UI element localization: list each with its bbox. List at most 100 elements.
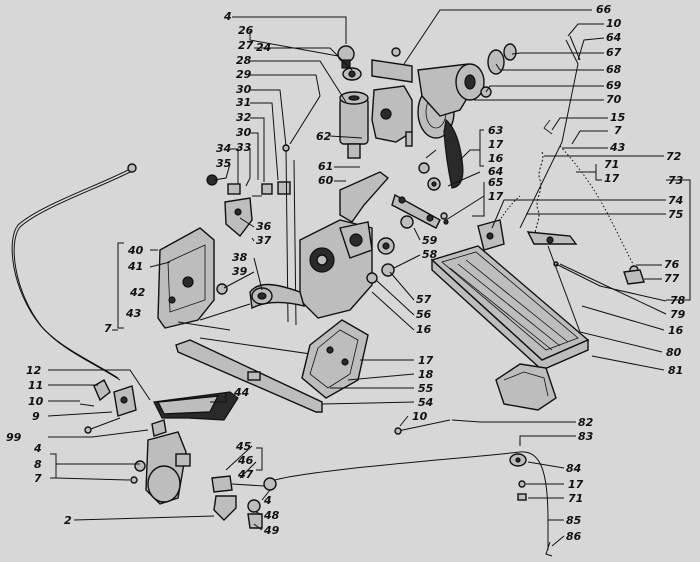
label-24: 24 (256, 41, 271, 54)
label-17: 17 (604, 172, 620, 185)
hand-lever (153, 391, 239, 421)
label-30: 30 (236, 126, 252, 139)
label-58: 58 (422, 248, 438, 261)
label-76: 76 (664, 258, 680, 271)
label-71: 71 (604, 158, 619, 171)
label-64: 64 (606, 31, 621, 44)
lower-cable (267, 419, 553, 557)
label-10: 10 (606, 17, 622, 30)
label-72: 72 (666, 150, 682, 163)
label-41: 41 (127, 260, 143, 273)
label-4: 4 (263, 494, 272, 507)
label-33: 33 (236, 141, 252, 154)
label-82: 82 (578, 416, 594, 429)
label-61: 61 (318, 160, 333, 173)
label-11: 11 (28, 379, 43, 392)
label-63: 63 (488, 124, 504, 137)
label-68: 68 (606, 63, 622, 76)
label-55: 55 (418, 382, 434, 395)
label-70: 70 (606, 93, 622, 106)
label-45: 45 (235, 440, 252, 453)
leader-lines (47, 9, 691, 547)
label-12: 12 (26, 364, 42, 377)
label-69: 69 (606, 79, 622, 92)
label-4: 4 (33, 442, 42, 455)
label-38: 38 (232, 251, 248, 264)
label-15: 15 (610, 111, 626, 124)
label-54: 54 (418, 396, 433, 409)
label-17: 17 (568, 478, 584, 491)
label-73: 73 (668, 174, 684, 187)
label-35: 35 (216, 157, 232, 170)
label-39: 39 (232, 265, 248, 278)
label-60: 60 (318, 174, 334, 187)
label-86: 86 (566, 530, 582, 543)
label-16: 16 (488, 152, 504, 165)
label-66: 66 (596, 3, 612, 16)
label-7: 7 (34, 472, 42, 485)
upper-lever (339, 171, 441, 229)
label-10: 10 (412, 410, 428, 423)
label-74: 74 (668, 194, 683, 207)
label-43: 43 (125, 307, 142, 320)
label-84: 84 (566, 462, 581, 475)
label-7: 7 (104, 322, 112, 335)
cylinder-part (339, 91, 369, 159)
label-16: 16 (668, 324, 684, 337)
label-67: 67 (606, 46, 622, 59)
label-99: 99 (6, 431, 22, 444)
label-34: 34 (216, 142, 231, 155)
label-10: 10 (28, 395, 44, 408)
bracket-housing (371, 47, 413, 147)
label-77: 77 (664, 272, 680, 285)
label-17: 17 (488, 190, 504, 203)
label-42: 42 (129, 286, 146, 299)
label-4: 4 (223, 10, 232, 23)
label-8: 8 (34, 458, 42, 471)
label-46: 46 (237, 454, 254, 467)
label-59: 59 (422, 234, 438, 247)
label-75: 75 (668, 208, 684, 221)
label-80: 80 (666, 346, 682, 359)
callout-labels: 4 26 27 24 28 29 30 31 32 30 33 34 35 62… (6, 3, 686, 543)
label-26: 26 (238, 24, 254, 37)
label-32: 32 (236, 111, 252, 124)
label-27: 27 (238, 39, 254, 52)
label-49: 49 (263, 524, 280, 537)
bolt-cluster-small (206, 174, 291, 238)
label-29: 29 (236, 68, 252, 81)
label-48: 48 (263, 509, 280, 522)
label-85: 85 (566, 514, 582, 527)
label-71: 71 (568, 492, 583, 505)
left-small-parts (79, 379, 137, 434)
valve-body (73, 419, 277, 529)
label-36: 36 (256, 220, 272, 233)
label-16: 16 (416, 323, 432, 336)
floor-pedal (430, 245, 590, 411)
pivot-housing (299, 215, 414, 319)
label-2: 2 (64, 514, 72, 527)
label-18: 18 (418, 368, 434, 381)
label-31: 31 (236, 96, 251, 109)
label-44: 44 (233, 386, 249, 399)
label-64: 64 (488, 165, 503, 178)
label-47: 47 (237, 468, 254, 481)
throttle-rod-cable (11, 163, 137, 381)
label-37: 37 (256, 234, 272, 247)
label-40: 40 (127, 244, 144, 257)
gasket-plate (301, 319, 369, 399)
disc-assembly (417, 43, 517, 189)
label-7: 7 (614, 124, 622, 137)
linkage-arm (199, 283, 306, 321)
label-62: 62 (316, 130, 332, 143)
label-28: 28 (236, 54, 252, 67)
mounting-bracket (157, 227, 228, 329)
small-screws-mid (418, 149, 449, 225)
label-57: 57 (416, 293, 432, 306)
label-65: 65 (488, 176, 504, 189)
label-30: 30 (236, 83, 252, 96)
pedal-brackets (477, 219, 645, 285)
label-79: 79 (670, 308, 686, 321)
